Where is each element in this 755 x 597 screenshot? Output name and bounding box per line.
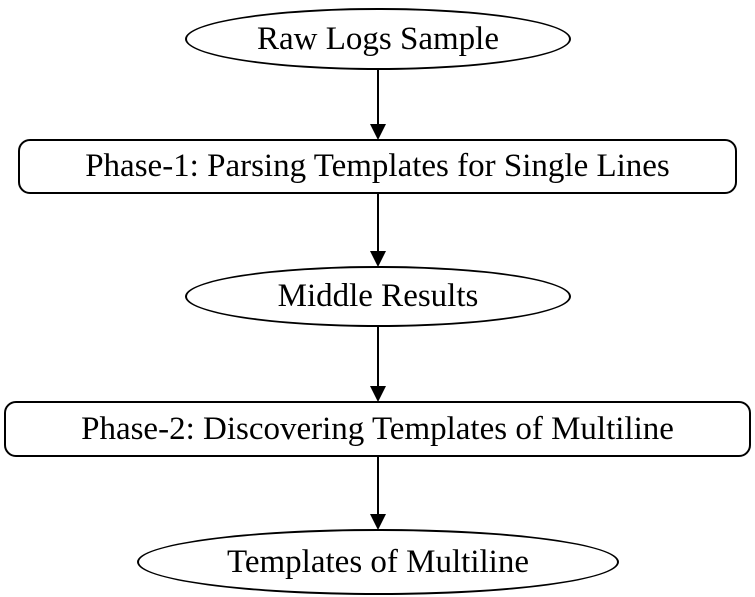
- flow-arrow-down-icon: [369, 193, 387, 267]
- node-phase-2-label: Phase-2: Discovering Templates of Multil…: [81, 410, 674, 447]
- node-phase-1-label: Phase-1: Parsing Templates for Single Li…: [85, 148, 670, 184]
- arrow-shaft: [377, 69, 379, 125]
- node-phase-2: Phase-2: Discovering Templates of Multil…: [4, 401, 751, 457]
- arrow-shaft: [377, 326, 379, 387]
- flow-arrow-down-icon: [369, 69, 387, 140]
- node-phase-1: Phase-1: Parsing Templates for Single Li…: [18, 139, 737, 194]
- flow-arrow-down-icon: [369, 326, 387, 402]
- arrow-shaft: [377, 193, 379, 252]
- arrow-head: [370, 386, 386, 402]
- arrow-head: [370, 514, 386, 530]
- arrow-shaft: [377, 456, 379, 515]
- flow-arrow-down-icon: [369, 456, 387, 530]
- node-templates-of-multiline-label: Templates of Multiline: [227, 543, 529, 580]
- arrow-head: [370, 251, 386, 267]
- node-middle-results: Middle Results: [185, 266, 571, 327]
- node-templates-of-multiline: Templates of Multiline: [137, 529, 619, 595]
- node-middle-results-label: Middle Results: [277, 278, 479, 314]
- arrow-head: [370, 124, 386, 140]
- node-raw-logs-sample-label: Raw Logs Sample: [257, 20, 499, 57]
- node-raw-logs-sample: Raw Logs Sample: [185, 8, 571, 70]
